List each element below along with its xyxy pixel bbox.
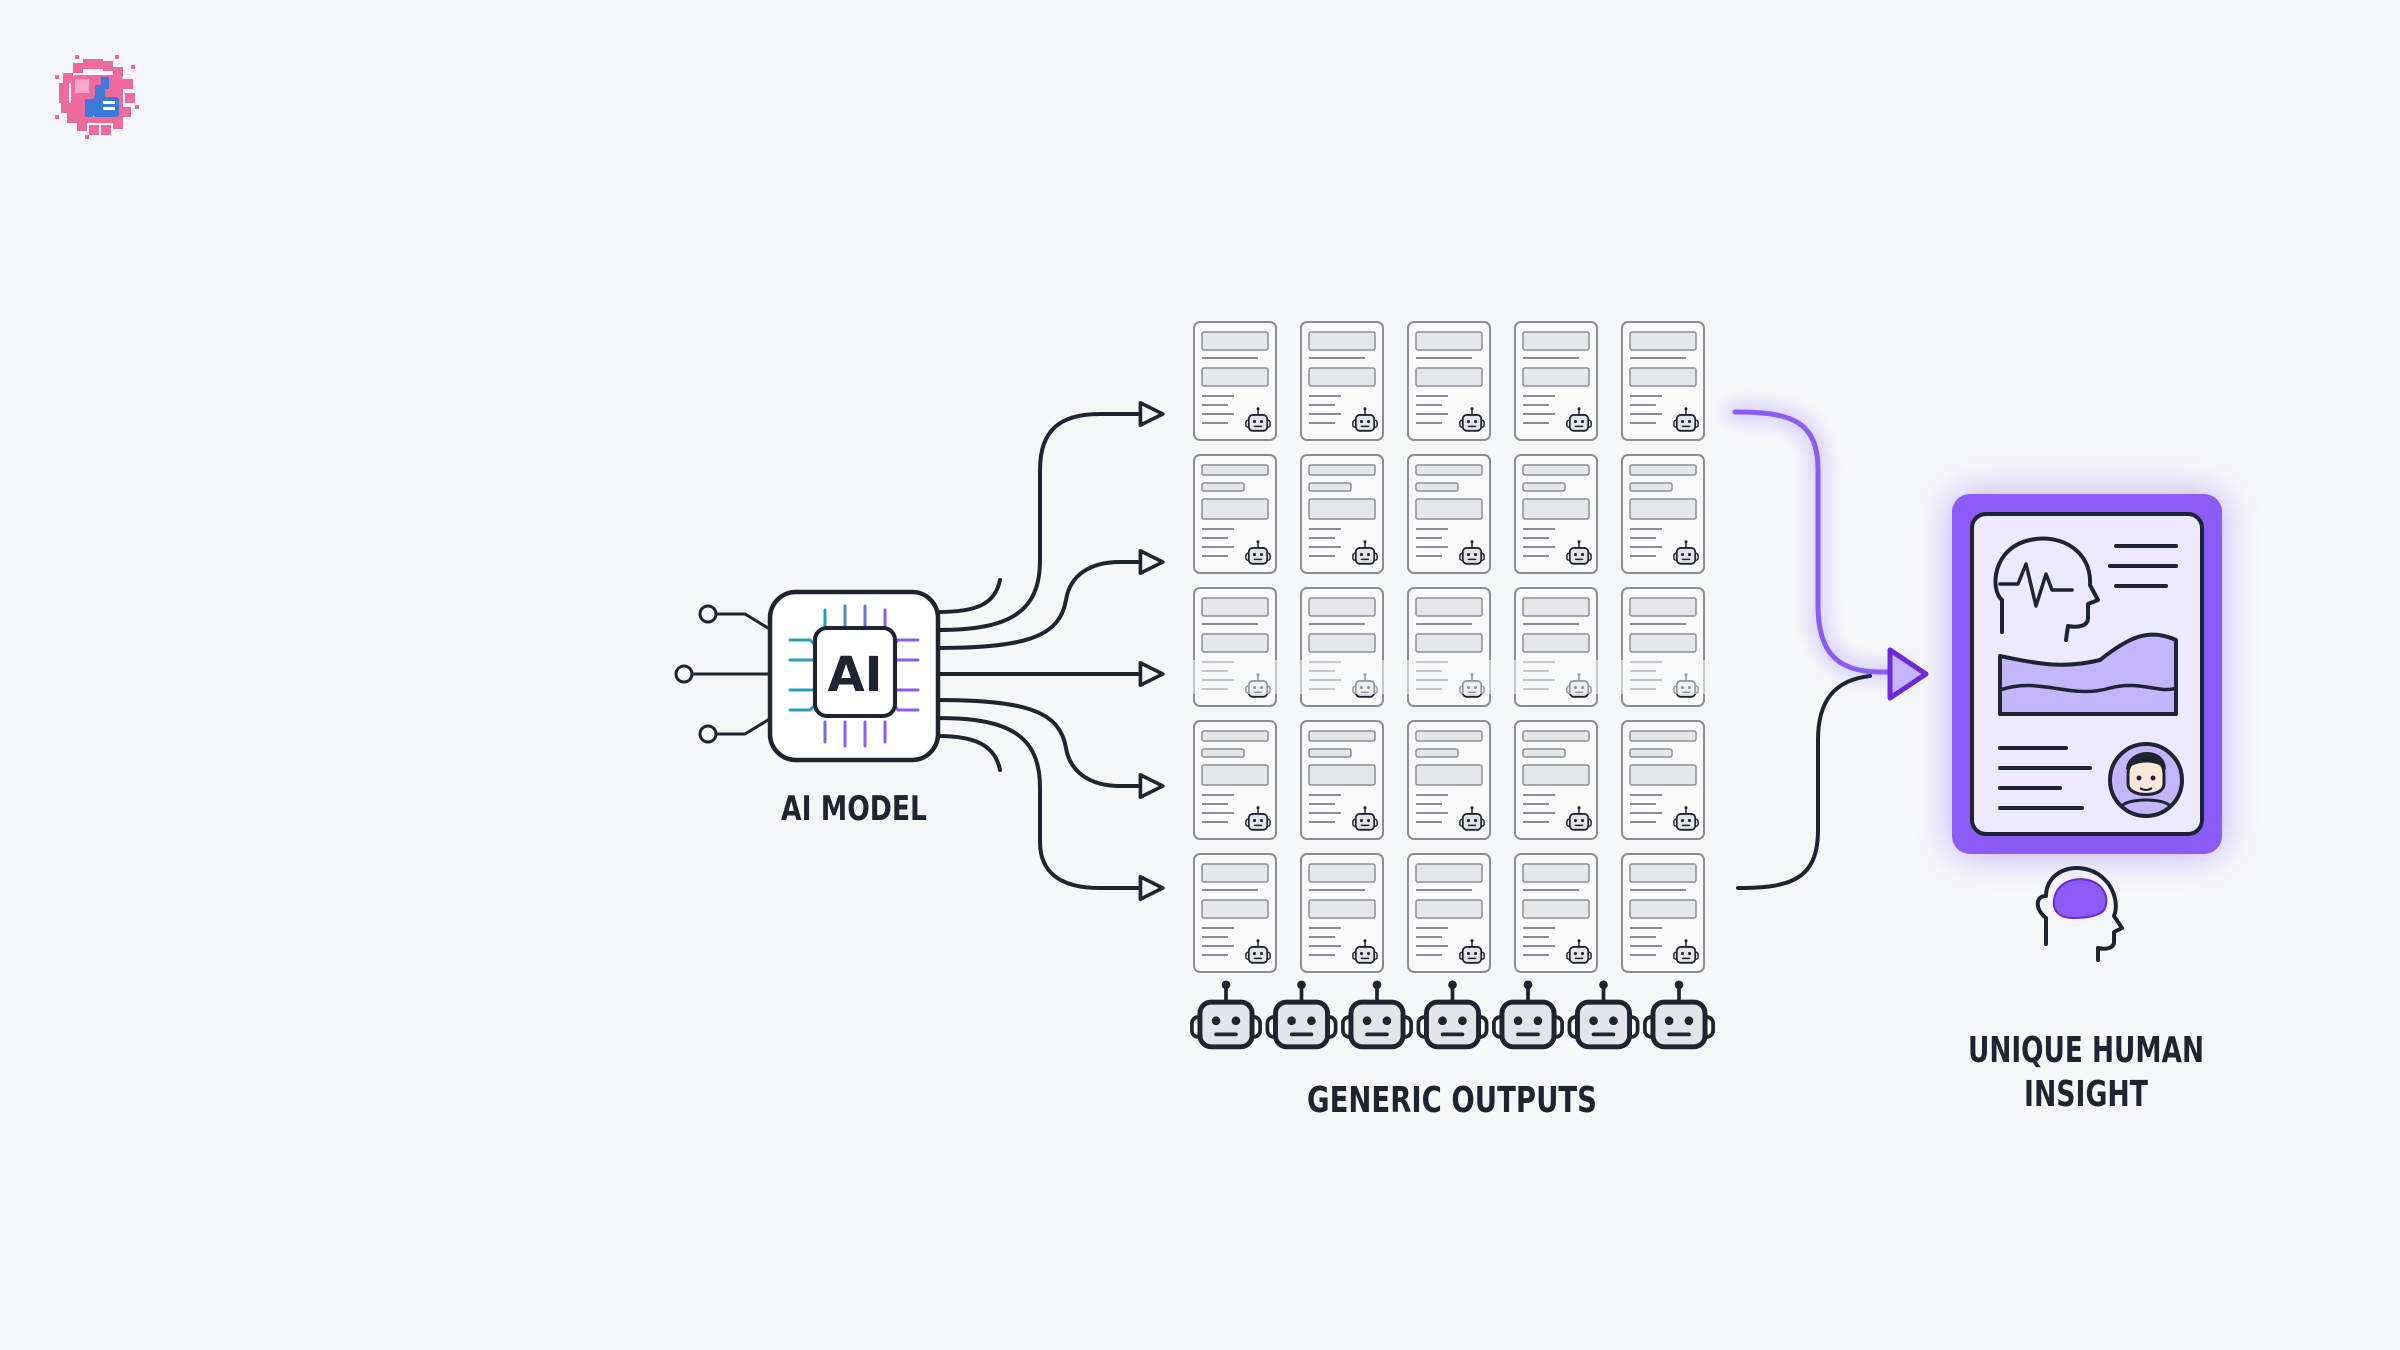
- ai-chip-text: AI: [827, 647, 882, 703]
- avatar-icon: [2108, 742, 2184, 818]
- robot-icon: [1673, 806, 1699, 831]
- robot-icon: [1341, 980, 1413, 1050]
- robot-icon: [1492, 980, 1564, 1050]
- robot-icon: [1567, 980, 1640, 1050]
- robot-icon: [1459, 806, 1485, 831]
- document-icon: [1514, 853, 1598, 973]
- robot-icon: [1245, 806, 1271, 831]
- brain-icon: [2035, 866, 2124, 962]
- ai-chip-icon: AI: [767, 589, 941, 763]
- generic-outputs-grid: [1193, 321, 1705, 973]
- document-icon: [1407, 321, 1491, 441]
- document-icon: [1300, 454, 1384, 574]
- document-icon: [1407, 454, 1491, 574]
- document-icon: [1300, 720, 1384, 840]
- robot-icon: [1673, 407, 1699, 432]
- insight-arrows: [1725, 402, 1929, 890]
- robot-icon: [1352, 540, 1378, 565]
- robot-icon: [1566, 540, 1592, 565]
- robot-icon: [1643, 980, 1715, 1050]
- robot-icon: [1352, 407, 1378, 432]
- generic-outputs-label: GENERIC OUTPUTS: [1307, 1080, 1597, 1121]
- document-icon: [1193, 853, 1277, 973]
- robot-icon: [1190, 980, 1262, 1050]
- robot-icon: [1459, 939, 1485, 964]
- ai-model-label: AI MODEL: [781, 789, 927, 829]
- robot-icon: [1566, 806, 1592, 831]
- robot-icon: [1416, 980, 1489, 1050]
- grid-fade-band: [1180, 660, 1720, 694]
- human-insight-label-line1: UNIQUE HUMAN: [1968, 1030, 2204, 1071]
- document-icon: [1514, 321, 1598, 441]
- document-icon: [1407, 720, 1491, 840]
- document-icon: [1407, 853, 1491, 973]
- logo-icon: [55, 55, 139, 139]
- document-icon: [1621, 720, 1705, 840]
- document-icon: [1514, 720, 1598, 840]
- document-icon: [1193, 720, 1277, 840]
- insight-chart: [1998, 632, 2178, 716]
- robot-icon: [1265, 980, 1338, 1050]
- human-head-icon: [1993, 536, 2100, 642]
- robot-icon: [1566, 939, 1592, 964]
- robot-icon: [1673, 540, 1699, 565]
- robot-icon: [1459, 407, 1485, 432]
- human-insight-label-line2: INSIGHT: [2024, 1074, 2148, 1115]
- robot-row: [1190, 980, 1715, 1050]
- document-icon: [1514, 454, 1598, 574]
- document-icon: [1300, 321, 1384, 441]
- robot-icon: [1245, 407, 1271, 432]
- robot-icon: [1673, 939, 1699, 964]
- robot-icon: [1459, 540, 1485, 565]
- robot-icon: [1352, 939, 1378, 964]
- robot-icon: [1245, 939, 1271, 964]
- robot-icon: [1566, 407, 1592, 432]
- robot-icon: [1245, 540, 1271, 565]
- ai-model-node: AI AI MODEL: [674, 589, 941, 829]
- robot-icon: [1352, 806, 1378, 831]
- human-insight-card: [1952, 494, 2222, 854]
- document-icon: [1193, 454, 1277, 574]
- document-icon: [1300, 853, 1384, 973]
- document-icon: [1621, 321, 1705, 441]
- document-icon: [1193, 321, 1277, 441]
- document-icon: [1621, 454, 1705, 574]
- document-icon: [1621, 853, 1705, 973]
- fanout-arrows: [936, 400, 1165, 902]
